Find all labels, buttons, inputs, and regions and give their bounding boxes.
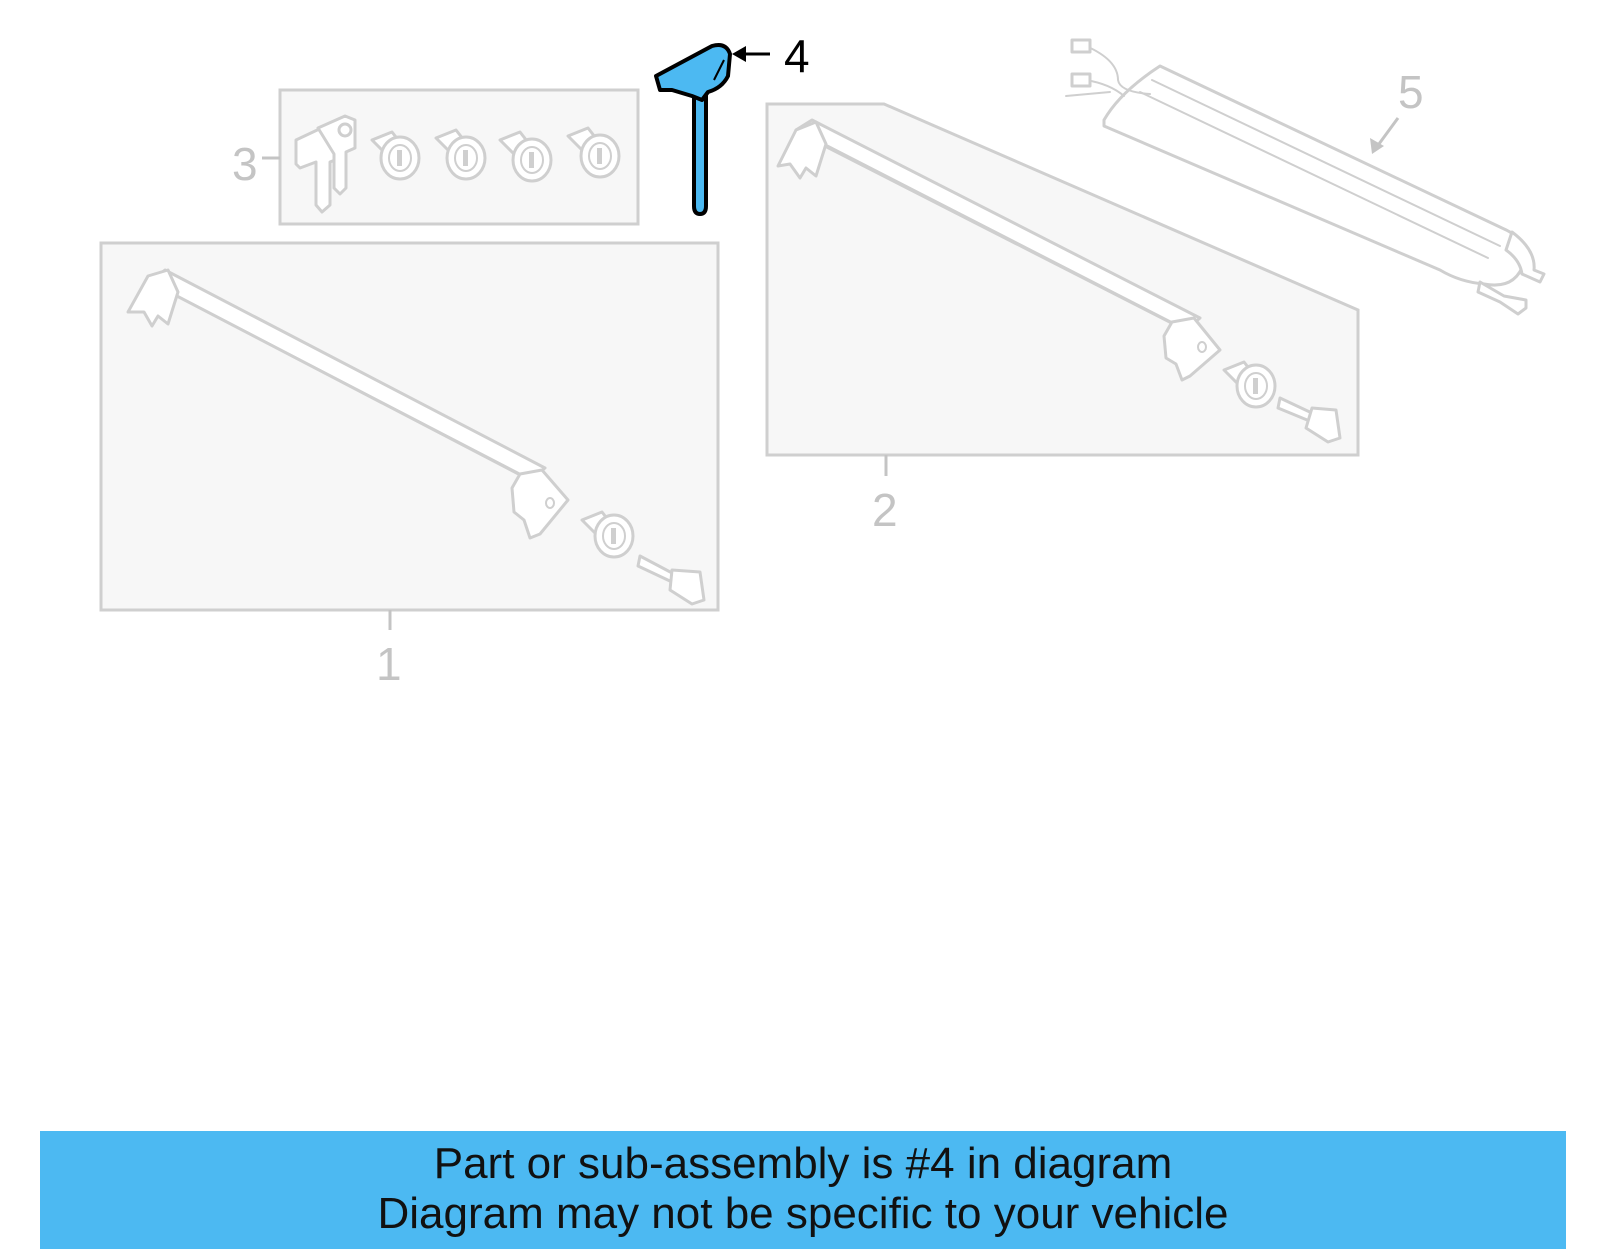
key-icon bbox=[636, 554, 706, 606]
lock-cylinder-icon bbox=[1222, 360, 1277, 409]
part-1-crossbar[interactable]: 1 bbox=[99, 241, 720, 690]
keys-icon bbox=[294, 114, 357, 214]
lock-cylinder-icon bbox=[566, 126, 621, 179]
part-4-number: 4 bbox=[784, 30, 810, 82]
part-1-number: 1 bbox=[376, 638, 402, 690]
part-2-number: 2 bbox=[872, 484, 898, 536]
crossbar-icon bbox=[794, 118, 1202, 332]
part-5-leader bbox=[1374, 117, 1400, 149]
part-5-number: 5 bbox=[1398, 66, 1424, 118]
wrench-shaft bbox=[692, 84, 708, 216]
lock-cylinder-icon bbox=[434, 128, 487, 181]
arrow-left-icon bbox=[732, 46, 746, 62]
banner-line-part-number: Part or sub-assembly is #4 in diagram bbox=[433, 1139, 1173, 1188]
arrow-icon bbox=[1370, 138, 1384, 154]
key-icon bbox=[1276, 396, 1342, 444]
wrench-handle bbox=[654, 43, 732, 102]
lock-cylinder-icon bbox=[580, 510, 635, 559]
lock-cylinder-icon bbox=[370, 130, 421, 181]
part-5-cover[interactable]: 5 bbox=[1065, 38, 1546, 316]
part-3-lock-set[interactable]: 3 bbox=[232, 88, 640, 226]
part-3-number: 3 bbox=[232, 138, 258, 190]
banner-line-disclaimer: Diagram may not be specific to your vehi… bbox=[377, 1189, 1229, 1238]
part-4-t-wrench[interactable]: 4 bbox=[654, 30, 810, 216]
part-2-crossbar[interactable]: 2 bbox=[765, 102, 1360, 536]
info-banner: Part or sub-assembly is #4 in diagram Di… bbox=[40, 1131, 1566, 1249]
lock-cylinder-icon bbox=[498, 130, 553, 183]
